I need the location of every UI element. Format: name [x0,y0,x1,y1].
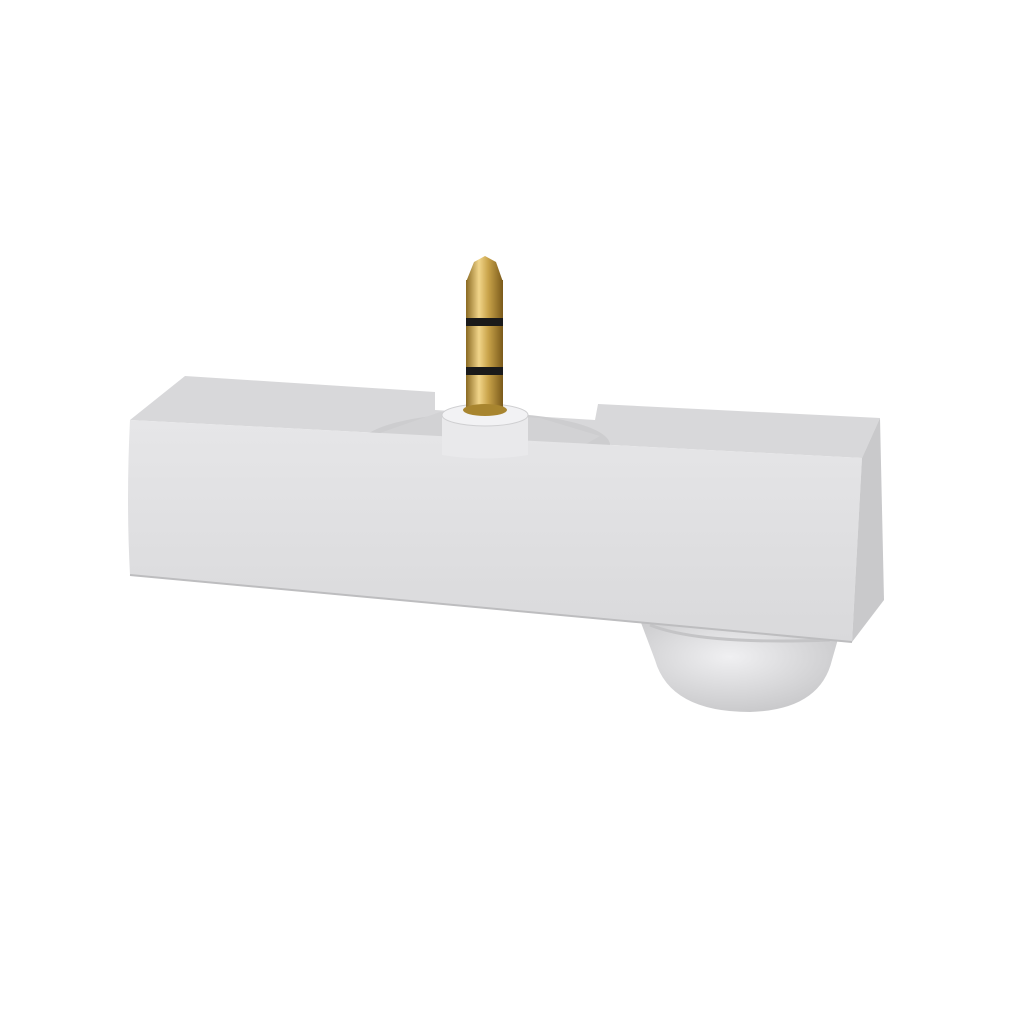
sensor-housing [128,376,884,643]
audio-jack-plug-icon [463,256,507,416]
pir-sensor-dome-icon [640,620,840,712]
